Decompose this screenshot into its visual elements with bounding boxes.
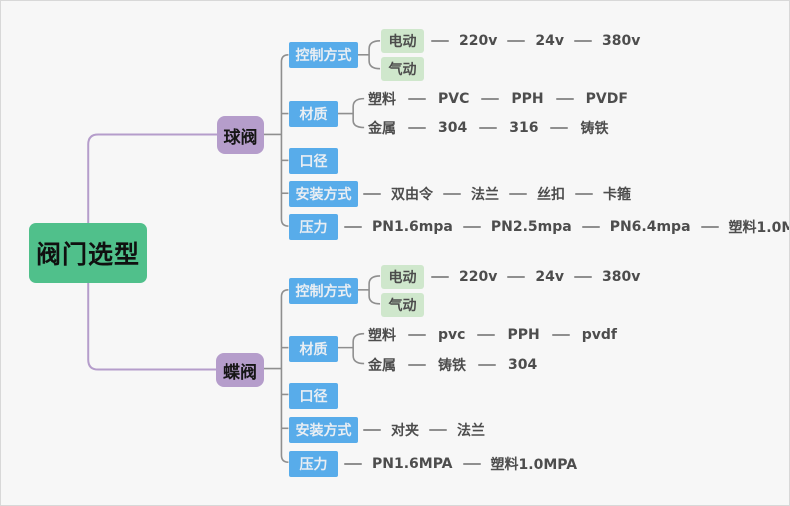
connector-dash	[555, 98, 574, 100]
chain-item[interactable]: 塑料1.0MPA	[728, 220, 789, 236]
chain-item[interactable]: 双由令	[391, 187, 433, 203]
chain-ball-install: 双由令 法兰 丝扣 卡箍	[363, 184, 631, 204]
chain-item[interactable]: 金属	[368, 121, 396, 137]
connector-dash	[344, 226, 362, 228]
connector-dash	[575, 193, 593, 195]
chain-item[interactable]: 24v	[535, 33, 564, 49]
connector-dash	[581, 226, 600, 228]
connector-dash	[429, 429, 447, 431]
chain-item[interactable]: PN6.4mpa	[609, 219, 691, 235]
chain-item[interactable]: 法兰	[457, 423, 485, 439]
child-node-ball-material[interactable]: 材质	[289, 101, 338, 127]
connector-dash	[462, 226, 481, 228]
child-node-bfly-material[interactable]: 材质	[289, 336, 338, 362]
connector-dash	[551, 334, 570, 336]
chain-ball-plastic: 塑料 PVC PPH PVDF	[368, 89, 628, 109]
connector-dash	[507, 276, 526, 278]
connector-dash	[573, 276, 592, 278]
chain-item[interactable]: PVDF	[585, 91, 628, 107]
chain-item[interactable]: pvc	[438, 327, 466, 343]
connector-dash	[408, 127, 426, 129]
connector-dash	[431, 40, 449, 42]
chain-item[interactable]: 对夹	[391, 423, 419, 439]
branch-node-ball-valve[interactable]: 球阀	[217, 116, 264, 154]
chain-ball-pressure: PN1.6mpa PN2.5mpa PN6.4mpa 塑料1.0MPA	[344, 217, 789, 237]
connector-dash	[462, 463, 481, 465]
connector-dash	[408, 334, 426, 336]
chain-item[interactable]: 380v	[601, 269, 641, 285]
connector-dash	[700, 226, 719, 228]
chain-item[interactable]: 铸铁	[438, 358, 466, 374]
chain-item[interactable]: 塑料	[368, 92, 396, 108]
sub-node-ball-pneumatic[interactable]: 气动	[381, 57, 424, 81]
connector-dash	[408, 98, 426, 100]
child-node-bfly-pressure[interactable]: 压力	[289, 451, 338, 477]
child-node-ball-install-mode[interactable]: 安装方式	[289, 181, 358, 207]
chain-item[interactable]: pvdf	[581, 327, 617, 343]
chain-item[interactable]: PN2.5mpa	[490, 219, 572, 235]
connector-dash	[479, 127, 498, 129]
connector-dash	[431, 276, 449, 278]
connector-dash	[363, 429, 381, 431]
chain-item[interactable]: 24v	[535, 269, 564, 285]
chain-item[interactable]: 卡箍	[603, 187, 631, 203]
chain-item[interactable]: 铸铁	[580, 121, 609, 137]
chain-bfly-metal: 金属 铸铁 304	[368, 355, 537, 375]
connector-dash	[443, 193, 461, 195]
branch-node-butterfly-valve[interactable]: 蝶阀	[216, 353, 264, 387]
chain-item[interactable]: 304	[508, 357, 538, 373]
child-node-bfly-install-mode[interactable]: 安装方式	[289, 417, 358, 443]
sub-node-ball-electric[interactable]: 电动	[381, 29, 424, 53]
chain-item[interactable]: PVC	[438, 91, 470, 107]
connector-dash	[363, 193, 381, 195]
child-node-bfly-diameter[interactable]: 口径	[289, 383, 338, 409]
chain-item[interactable]: 316	[509, 120, 539, 136]
child-node-ball-control-mode[interactable]: 控制方式	[289, 42, 358, 68]
chain-item[interactable]: 法兰	[471, 187, 499, 203]
chain-item[interactable]: 220v	[459, 269, 498, 285]
chain-item[interactable]: PPH	[507, 327, 540, 343]
chain-item[interactable]: 丝扣	[537, 187, 565, 203]
chain-item[interactable]: PN1.6MPA	[372, 456, 453, 472]
child-node-bfly-control-mode[interactable]: 控制方式	[289, 278, 358, 304]
sub-node-bfly-electric[interactable]: 电动	[381, 265, 424, 289]
root-node-valve-selection[interactable]: 阀门选型	[29, 223, 147, 283]
connector-dash	[507, 40, 526, 42]
chain-item[interactable]: 金属	[368, 358, 396, 374]
connector-dash	[550, 127, 569, 129]
chain-ball-voltage: 220v 24v 380v	[431, 31, 640, 51]
chain-item[interactable]: 380v	[601, 33, 641, 49]
chain-bfly-pressure: PN1.6MPA 塑料1.0MPA	[344, 454, 577, 474]
connector-dash	[573, 40, 592, 42]
chain-item[interactable]: 220v	[459, 33, 498, 49]
chain-bfly-install: 对夹 法兰	[363, 420, 485, 440]
connector-dash	[408, 364, 426, 366]
chain-item[interactable]: 塑料	[368, 328, 396, 344]
child-node-ball-diameter[interactable]: 口径	[289, 148, 338, 174]
connector-dash	[481, 98, 500, 100]
chain-ball-metal: 金属 304 316 铸铁	[368, 118, 608, 138]
connector-dash	[477, 334, 496, 336]
child-node-ball-pressure[interactable]: 压力	[289, 214, 338, 240]
chain-bfly-voltage: 220v 24v 380v	[431, 267, 640, 287]
connector-dash	[344, 463, 362, 465]
connector-dash	[509, 193, 527, 195]
chain-item[interactable]: PN1.6mpa	[372, 219, 453, 235]
sub-node-bfly-pneumatic[interactable]: 气动	[381, 293, 424, 317]
chain-item[interactable]: 304	[438, 120, 468, 136]
chain-bfly-plastic: 塑料 pvc PPH pvdf	[368, 325, 617, 345]
chain-item[interactable]: PPH	[511, 91, 544, 107]
connector-dash	[478, 364, 496, 366]
chain-item[interactable]: 塑料1.0MPA	[490, 457, 578, 473]
